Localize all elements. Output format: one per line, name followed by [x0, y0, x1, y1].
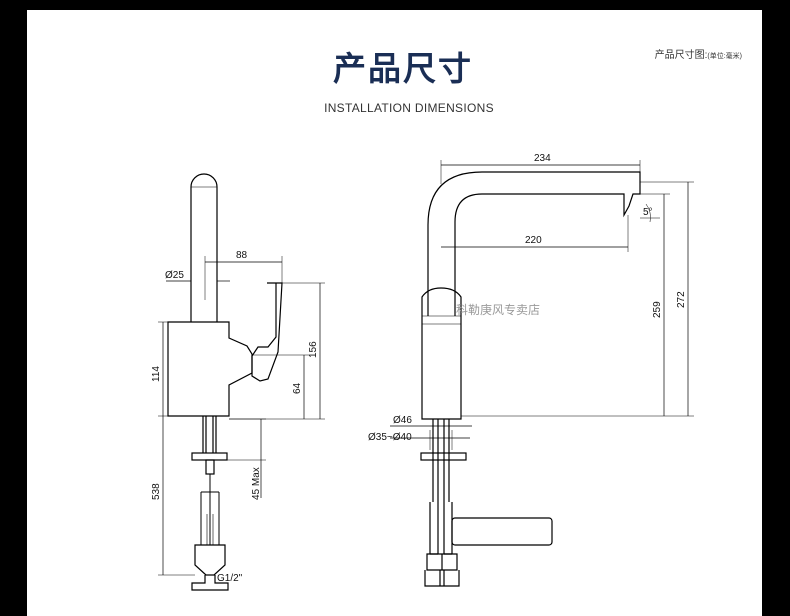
dim-body-height: 114: [151, 366, 162, 382]
dim-spout-height: 259: [652, 301, 663, 318]
front-body: [421, 287, 462, 420]
dim-hole-diameter: Ø35~Ø40: [368, 432, 412, 443]
side-view: [167, 173, 283, 591]
page-title: 产品尺寸: [333, 49, 473, 88]
unit-note-units: (单位:毫米): [707, 53, 742, 60]
dim-handle-base: 64: [292, 382, 303, 394]
dim-spout-reach: 220: [525, 235, 542, 246]
side-view-dimensions: [158, 256, 325, 576]
dim-handle-reach: 88: [236, 250, 248, 261]
dim-angle: 5°: [643, 207, 653, 218]
dim-pipe-diameter: Ø25: [165, 270, 184, 281]
front-side-lever: [451, 517, 553, 546]
side-mount-plate: [191, 452, 228, 461]
dim-total-height: 272: [676, 291, 687, 308]
unit-note-label: 产品尺寸图:: [654, 50, 708, 61]
dim-base-diameter: Ø46: [393, 415, 412, 426]
side-handle: [251, 282, 283, 382]
side-view-labels: Ø25 88 114 156 64 538 45 Max G1/2": [151, 250, 319, 584]
unit-note: 产品尺寸图:(单位:毫米): [655, 46, 742, 61]
page-subtitle: INSTALLATION DIMENSIONS: [324, 101, 494, 115]
front-view-labels: 234 5° 220 259 272 Ø46 Ø35~Ø40: [368, 153, 687, 443]
dim-deck-max: 45 Max: [251, 467, 262, 500]
front-view-dimensions: [390, 160, 694, 450]
side-body: [167, 321, 253, 417]
side-supply-hoses: [202, 416, 217, 453]
dim-handle-height: 156: [308, 341, 319, 358]
front-view: [420, 171, 641, 587]
dim-thread: G1/2": [217, 573, 243, 584]
drawing-sheet: [27, 10, 762, 616]
dim-total-reach: 234: [534, 153, 551, 164]
front-spout: [427, 171, 641, 316]
side-spout-pipe: [190, 173, 218, 322]
side-connector-nut: [194, 544, 226, 576]
store-watermark: 科勒庚风专卖店: [456, 303, 541, 317]
dim-below-deck: 538: [151, 483, 162, 500]
